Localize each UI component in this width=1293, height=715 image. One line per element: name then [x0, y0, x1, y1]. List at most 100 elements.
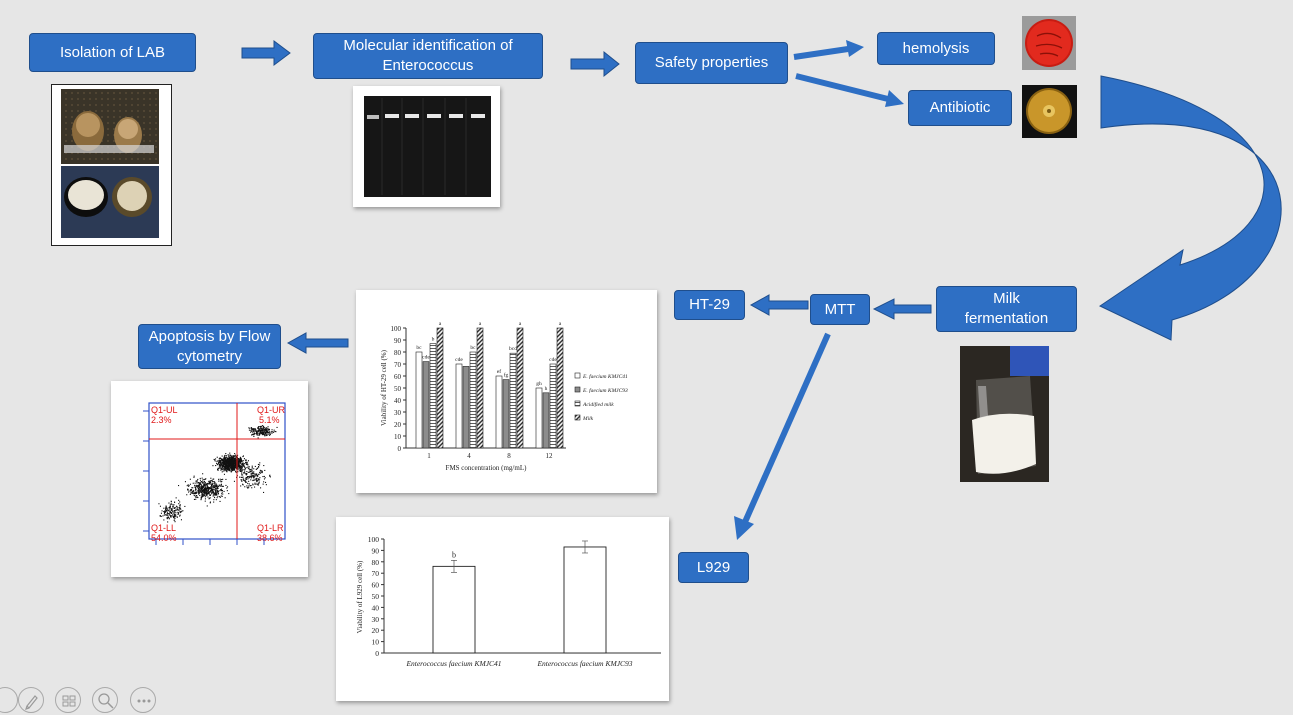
flow-event — [228, 470, 230, 472]
flow-event — [177, 511, 179, 513]
flow-event — [199, 485, 201, 487]
pen-tool-button[interactable] — [18, 687, 44, 713]
ht29-y-tick-label: 10 — [394, 433, 402, 441]
flow-event — [233, 463, 235, 465]
flow-event — [252, 476, 254, 478]
flow-event — [247, 487, 249, 489]
flow-event — [220, 460, 222, 462]
flow-event — [257, 431, 259, 433]
flow-event — [202, 481, 204, 483]
flow-event — [199, 482, 201, 484]
flow-event — [209, 482, 211, 484]
flow-event — [264, 427, 266, 429]
flow-event — [233, 463, 235, 465]
slides-view-button[interactable] — [55, 687, 81, 713]
flow-event — [231, 464, 233, 466]
flow-event — [217, 492, 219, 494]
flow-event — [266, 428, 268, 430]
flow-event — [209, 502, 211, 504]
flow-event — [199, 483, 201, 485]
flow-event — [213, 495, 215, 497]
flow-event — [251, 428, 253, 430]
flow-event — [176, 507, 178, 509]
flow-event — [259, 432, 261, 434]
flow-event — [220, 489, 222, 491]
flow-event — [221, 467, 223, 469]
flow-event — [249, 485, 251, 487]
flow-event — [222, 458, 224, 460]
flow-event — [234, 459, 236, 461]
flow-event — [218, 463, 220, 465]
flow-event — [227, 464, 229, 466]
flow-event — [201, 496, 203, 498]
zoom-button[interactable] — [92, 687, 118, 713]
flow-event — [240, 466, 242, 468]
milk-box: Milk fermentation — [936, 286, 1077, 332]
flow-event — [159, 505, 161, 507]
flow-event — [258, 478, 260, 480]
flow-event — [163, 519, 165, 521]
flow-event — [242, 483, 244, 485]
flow-event — [235, 455, 237, 457]
flow-event — [255, 428, 257, 430]
flow-event — [221, 467, 223, 469]
flow-cytometry-plot: Q1-UL 2.3% Q1-UR 5.1% Q1-LL 54.0% Q1-LR … — [111, 381, 308, 577]
ht29-bar-label: bcd — [509, 346, 517, 352]
flow-event — [238, 470, 240, 472]
flow-event — [168, 513, 170, 515]
flow-event — [216, 494, 218, 496]
flow-event — [222, 493, 224, 495]
flow-event — [233, 468, 235, 470]
flow-event — [206, 487, 208, 489]
flow-event — [203, 487, 205, 489]
flow-event — [220, 461, 222, 463]
flow-event — [165, 506, 167, 508]
flow-event — [218, 480, 220, 482]
flow-event — [195, 488, 197, 490]
more-options-button[interactable] — [130, 687, 156, 713]
flow-event — [211, 489, 213, 491]
flow-event — [194, 486, 196, 488]
flow-event — [224, 462, 226, 464]
flow-event — [226, 461, 228, 463]
flow-event — [219, 459, 221, 461]
flow-event — [211, 484, 213, 486]
flow-event — [226, 471, 228, 473]
flow-event — [219, 457, 221, 459]
flow-event — [220, 465, 222, 467]
flow-event — [248, 480, 250, 482]
flow-event — [228, 459, 230, 461]
flow-event — [263, 491, 265, 493]
flow-event — [215, 486, 217, 488]
flow-event — [245, 461, 247, 463]
flow-event — [211, 487, 213, 489]
flow-event — [206, 484, 208, 486]
flow-event — [168, 508, 170, 510]
flow-event — [257, 463, 259, 465]
flow-event — [256, 481, 258, 483]
flow-event — [271, 429, 273, 431]
flow-event — [238, 458, 240, 460]
flow-event — [218, 485, 220, 487]
flow-event — [169, 507, 171, 509]
flow-event — [224, 454, 226, 456]
flow-event — [227, 486, 229, 488]
flow-event — [233, 464, 235, 466]
l929-y-tick-label: 80 — [372, 558, 380, 567]
flow-event — [210, 487, 212, 489]
mtt-box: MTT — [810, 294, 870, 325]
flow-event — [245, 459, 247, 461]
flow-event — [228, 465, 230, 467]
flow-event — [225, 458, 227, 460]
flow-event — [240, 467, 242, 469]
flow-event — [205, 478, 207, 480]
flow-event — [222, 460, 224, 462]
ht29-bar-label: b — [432, 337, 435, 343]
flow-event — [228, 466, 230, 468]
flow-event — [254, 475, 256, 477]
flow-event — [215, 494, 217, 496]
flow-event — [237, 463, 239, 465]
flow-event — [172, 504, 174, 506]
flow-event — [174, 516, 176, 518]
flow-event — [237, 467, 239, 469]
